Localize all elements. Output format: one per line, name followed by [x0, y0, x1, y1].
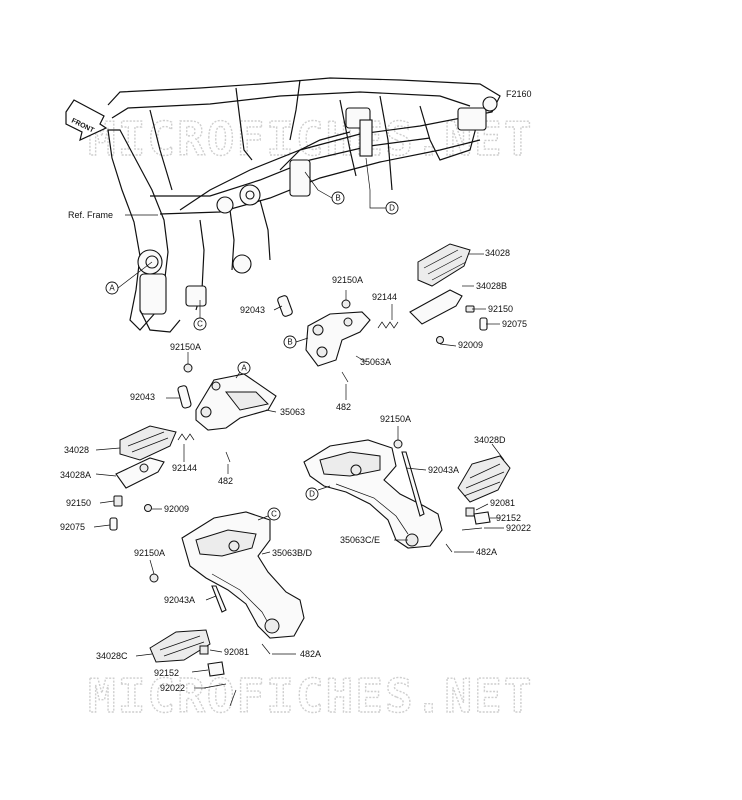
- label-92043-left: 92043: [130, 392, 155, 402]
- watermark-bottom: MICROFICHES.NET: [88, 669, 533, 723]
- svg-text:D: D: [309, 490, 315, 499]
- label-92150a-left: 92150A: [170, 342, 201, 352]
- label-92009-top: 92009: [458, 340, 483, 350]
- callout-b-frame: B: [304, 171, 345, 205]
- callout-c-frame: C: [193, 300, 207, 331]
- label-34028c: 34028C: [96, 651, 128, 661]
- label-92081-right: 92081: [490, 498, 515, 508]
- rear-footpeg-right-assembly: [303, 439, 511, 553]
- label-92150a-top: 92150A: [332, 275, 363, 285]
- ref-frame-label: Ref. Frame: [68, 210, 113, 220]
- label-92043a-right: 92043A: [428, 465, 459, 475]
- figure-code: F2160: [506, 89, 532, 99]
- label-92150-left: 92150: [66, 498, 91, 508]
- svg-text:D: D: [389, 204, 395, 213]
- label-92009-left: 92009: [164, 504, 189, 514]
- label-482-top: 482: [336, 402, 351, 412]
- label-92152-right: 92152: [496, 513, 521, 523]
- label-92144-left: 92144: [172, 463, 197, 473]
- label-35063bd: 35063B/D: [272, 548, 313, 558]
- label-34028-left: 34028: [64, 445, 89, 455]
- label-92144-top: 92144: [372, 292, 397, 302]
- callout-c-bracket: C: [257, 507, 281, 521]
- label-34028d: 34028D: [474, 435, 506, 445]
- label-92150a-right: 92150A: [380, 414, 411, 424]
- callout-b-bracket: B: [283, 335, 309, 349]
- label-92022-right: 92022: [506, 523, 531, 533]
- svg-text:B: B: [287, 338, 292, 347]
- label-35063a: 35063A: [360, 357, 391, 367]
- label-482a-bottom: 482A: [300, 649, 321, 659]
- label-92022-bottom: 92022: [160, 683, 185, 693]
- svg-text:A: A: [241, 364, 247, 373]
- label-482a-right: 482A: [476, 547, 497, 557]
- callout-a-frame: A: [105, 261, 153, 295]
- label-92150a-bottom: 92150A: [134, 548, 165, 558]
- label-482-left: 482: [218, 476, 233, 486]
- label-92043a-bottom: 92043A: [164, 595, 195, 605]
- label-92152-bottom: 92152: [154, 668, 179, 678]
- label-92150-top: 92150: [488, 304, 513, 314]
- svg-text:C: C: [197, 320, 203, 329]
- label-34028a: 34028A: [60, 470, 91, 480]
- svg-text:B: B: [335, 194, 340, 203]
- label-92075-top: 92075: [502, 319, 527, 329]
- label-35063: 35063: [280, 407, 305, 417]
- label-92081-bottom: 92081: [224, 647, 249, 657]
- front-footpeg-right-assembly: [277, 243, 488, 383]
- label-35063ce: 35063C/E: [340, 535, 380, 545]
- label-92075-left: 92075: [60, 522, 85, 532]
- callout-d-bracket: D: [305, 485, 331, 501]
- callout-d-frame: D: [365, 157, 399, 215]
- svg-text:C: C: [271, 510, 277, 519]
- rear-footpeg-left-assembly: [149, 511, 305, 689]
- motorcycle-frame: [107, 77, 501, 333]
- label-34028-top: 34028: [485, 248, 510, 258]
- callout-a-bracket: A: [235, 361, 251, 379]
- svg-text:A: A: [109, 284, 115, 293]
- label-34028b: 34028B: [476, 281, 507, 291]
- front-footpeg-left-assembly: [109, 363, 277, 531]
- label-92043-top: 92043: [240, 305, 265, 315]
